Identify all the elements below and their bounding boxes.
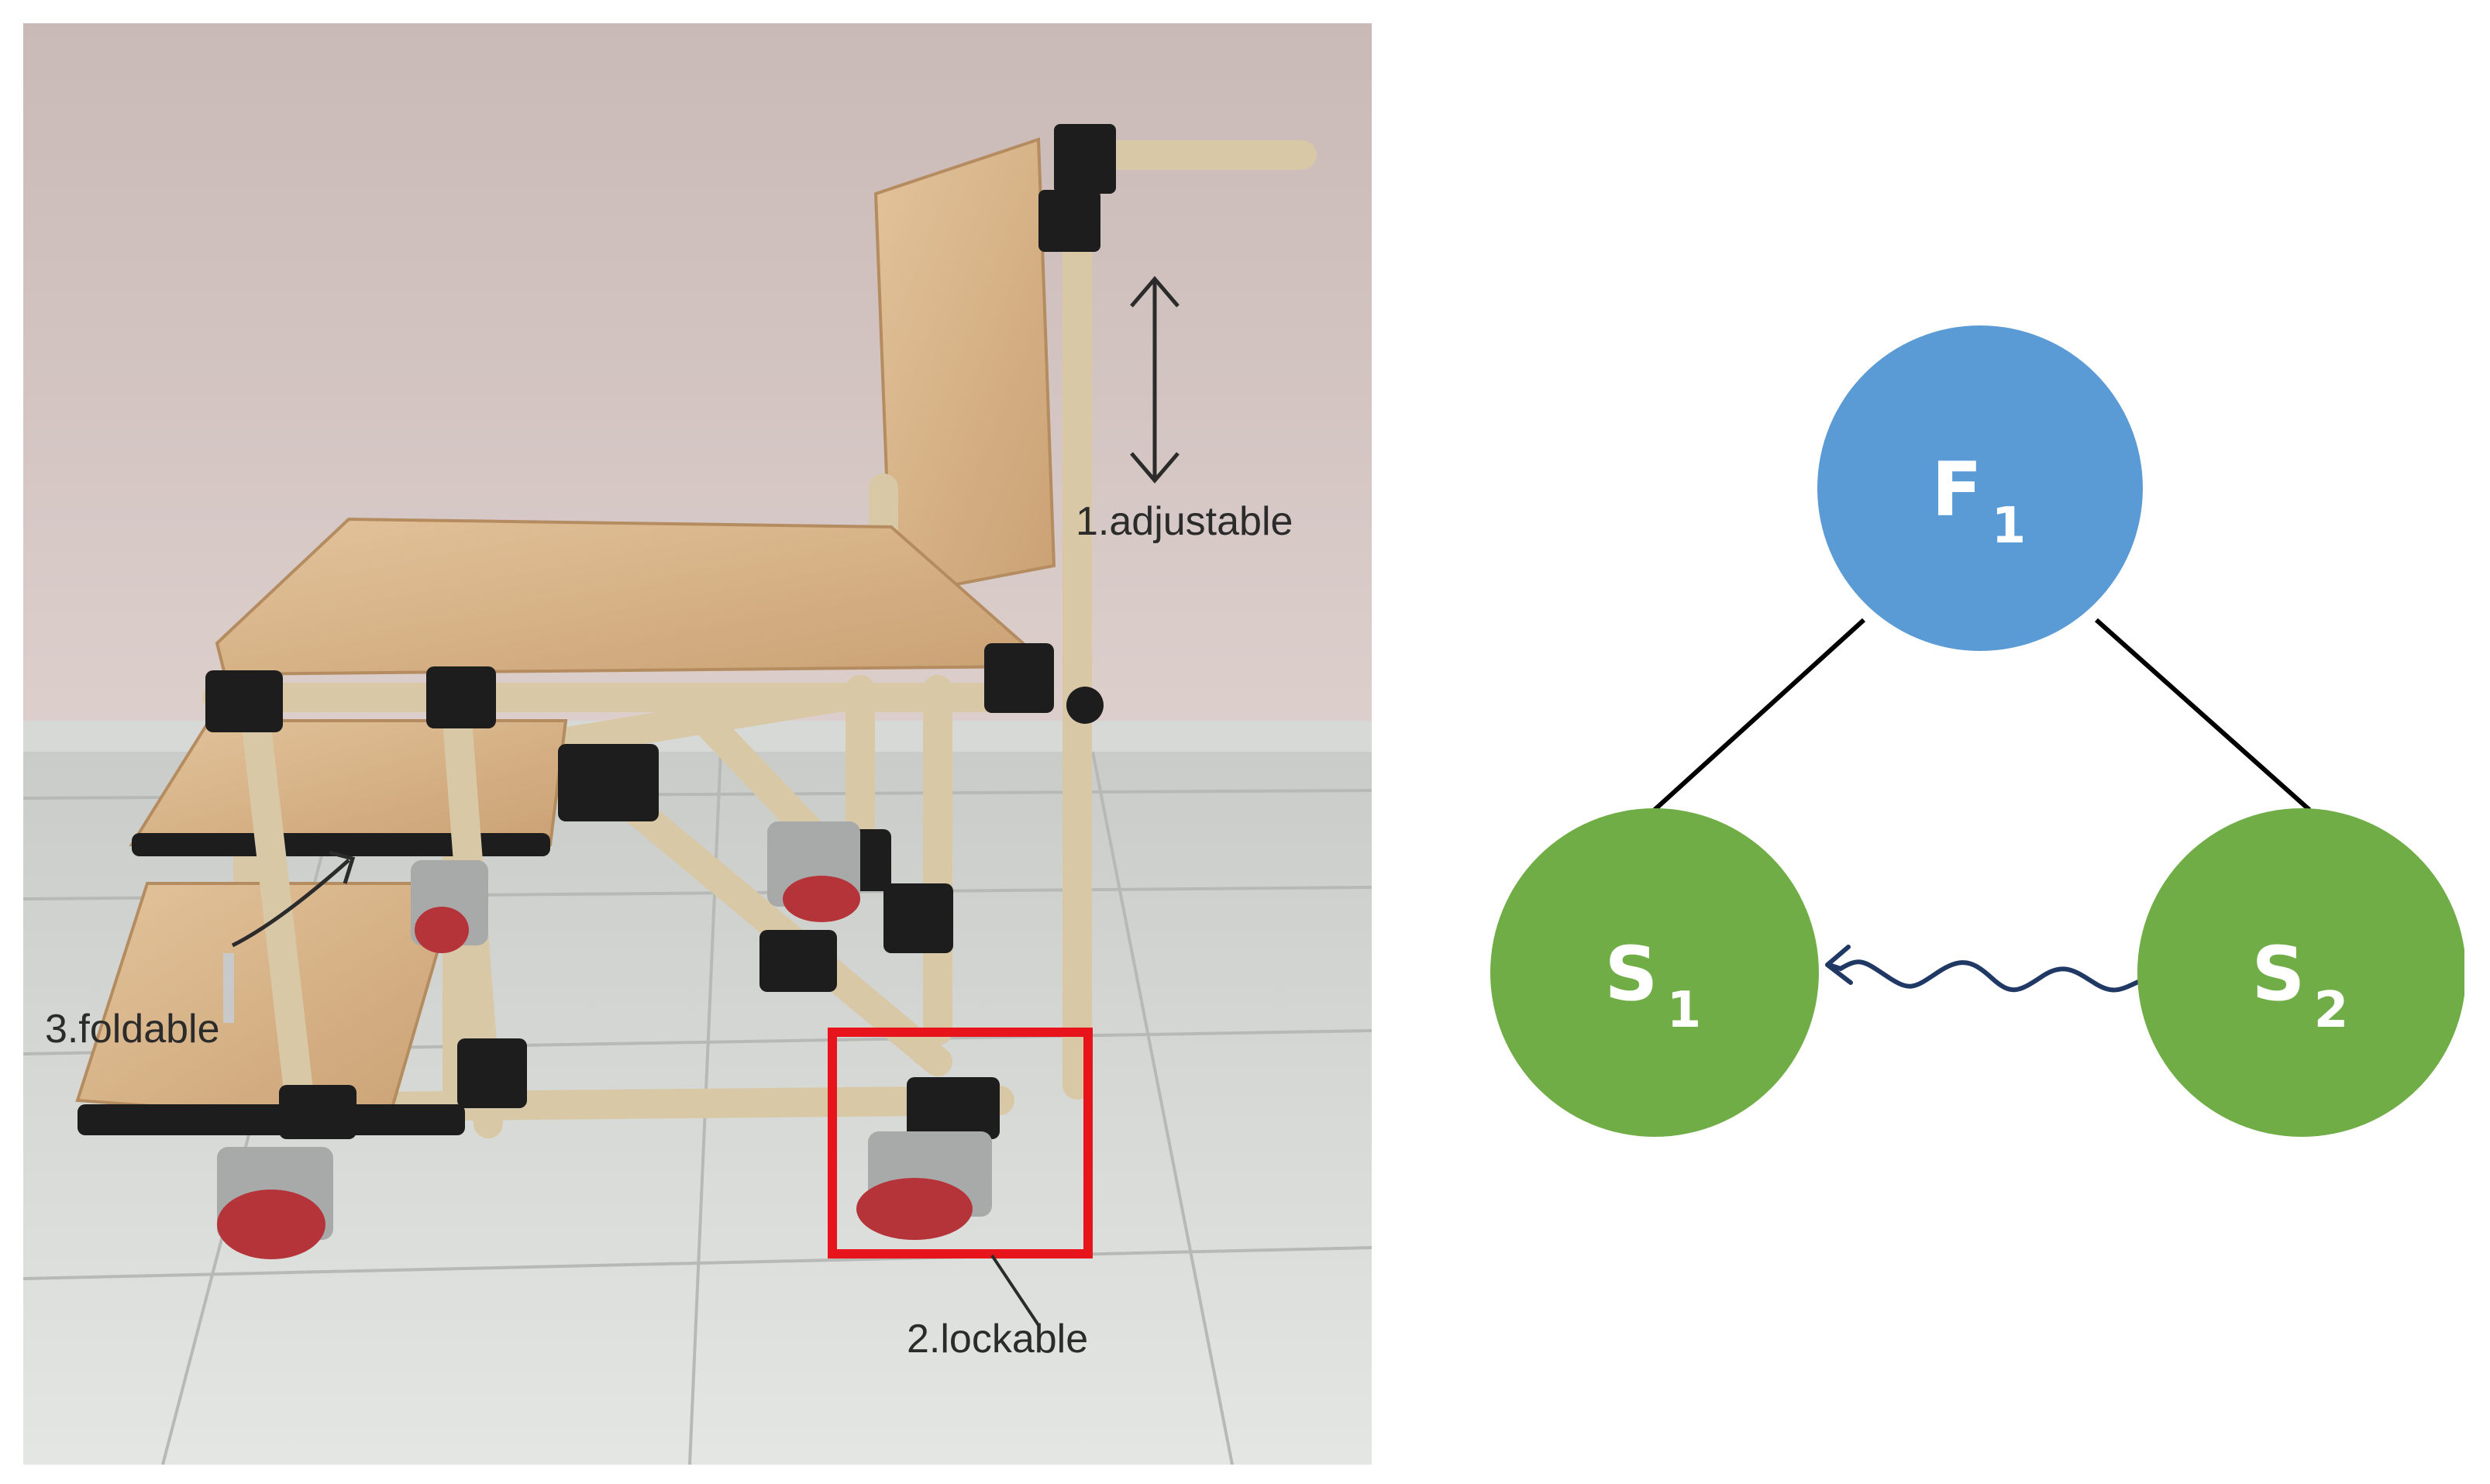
lockable-highlight-box [828,1028,1093,1258]
diagram-svg: F 1 S 1 S 2 [1490,325,2466,1137]
node-s1-letter: S [1604,931,1658,1017]
caster-wheels [217,821,992,1259]
handle-connector [1054,124,1116,194]
node-s2-subscript: 2 [2314,982,2349,1039]
label-foldable: 3.foldable [45,1007,220,1052]
label-adjustable: 1.adjustable [1076,499,1293,544]
network-diagram: F 1 S 1 S 2 [1457,310,2466,1162]
wavy-arrowhead [1825,945,1853,985]
adjustable-arrow [1130,276,1180,484]
seat-board [215,517,1033,677]
backrest-connector [1038,190,1100,252]
node-s1-subscript: 1 [1667,982,1702,1039]
node-s2-letter: S [2251,931,2305,1017]
backrest-board [873,137,1056,599]
upper-footrest-board [129,719,568,846]
node-f1-subscript: 1 [1992,498,2027,555]
lower-footrest-edge [77,1104,465,1135]
wavy-arrow-s2-to-s1 [1827,959,2149,993]
frame-connectors [205,643,1054,1139]
foldable-arrow [231,859,350,948]
edge-f1-s1 [1652,618,1866,812]
node-f1 [1817,325,2143,651]
chair-photo-panel: 1.adjustable 2.lockable 3.foldable [22,23,1372,1465]
node-s2 [2137,808,2466,1137]
foldable-arrowhead [329,850,356,884]
chair-photo: 1.adjustable 2.lockable 3.foldable [22,23,1372,1465]
node-f1-letter: F [1931,446,1982,533]
lockable-pointer [990,1254,1040,1327]
edge-f1-s2 [2095,618,2311,812]
adjustment-knob [1066,687,1104,724]
node-s1 [1490,808,1819,1137]
label-lockable: 2.lockable [907,1317,1088,1362]
upper-footrest-edge [132,833,550,856]
